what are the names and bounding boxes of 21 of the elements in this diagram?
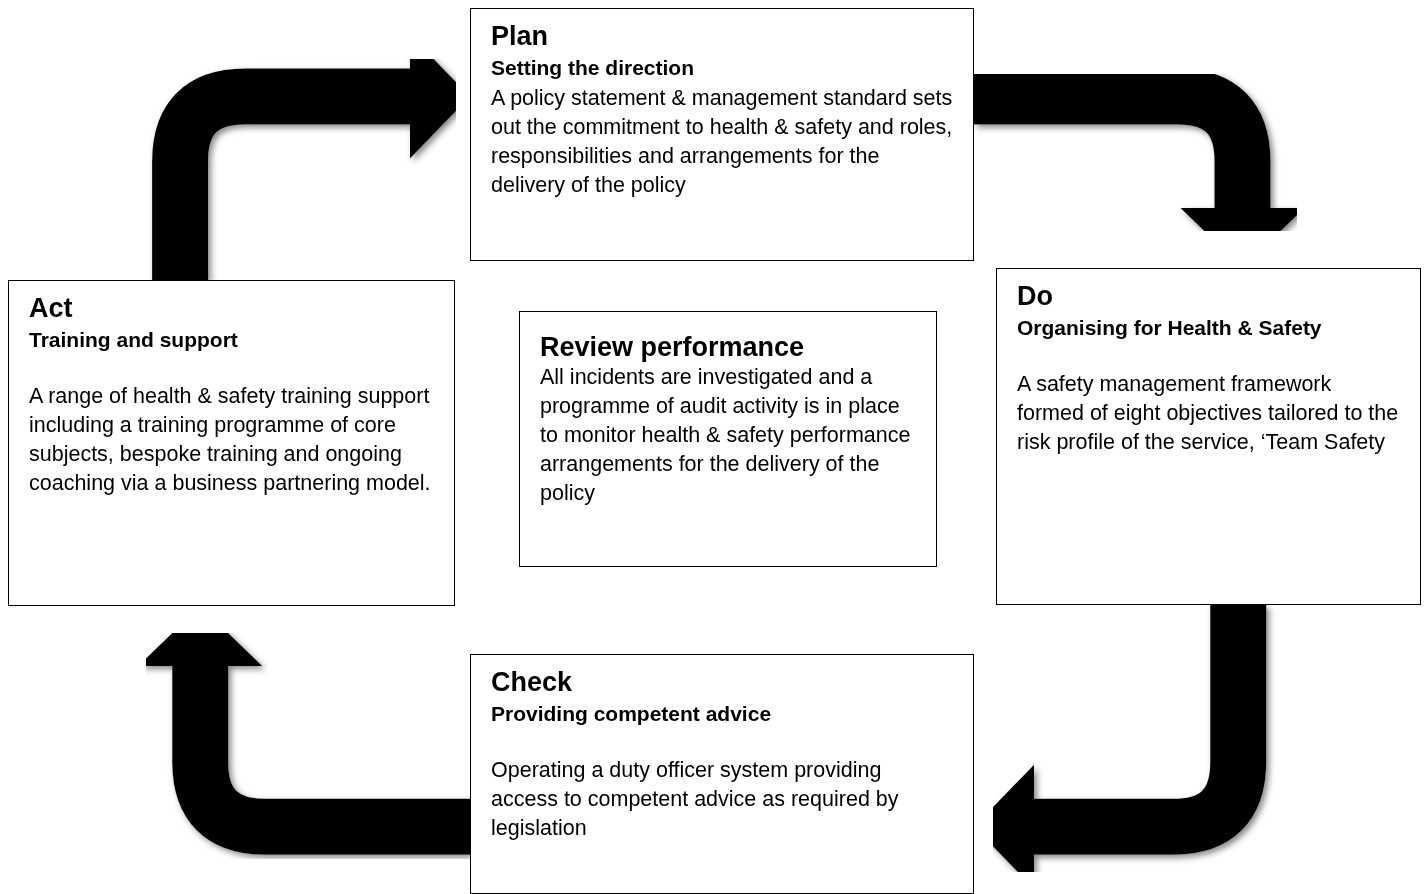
step-description: A safety management framework formed of eight objectives tailored to the risk profile of the service, ‘Team Safety <box>1017 370 1400 456</box>
step-heading: Do <box>1017 281 1054 313</box>
step-description: Operating a duty officer system providing access to competent advice as required by legislation <box>491 756 900 842</box>
step-box <box>8 280 455 606</box>
bent-block-arrow <box>138 606 470 855</box>
step-heading: Check <box>491 667 574 699</box>
bent-block-arrow <box>974 68 1305 268</box>
step-box <box>470 654 974 894</box>
step-subheading: Setting the direction <box>491 55 695 82</box>
step-description: All incidents are investigated and a programme of audit activity is in place to monitor health & safety performance arrangements for the delivery of the policy <box>540 364 912 508</box>
step-box <box>996 268 1421 605</box>
step-heading: Review performance <box>540 332 806 364</box>
step-heading: Plan <box>491 21 550 53</box>
step-heading: Act <box>29 293 74 325</box>
step-description: A range of health & safety training support including a training programme of core subjects, bespoke training and ongoing coaching via a business partnering model. <box>29 382 432 497</box>
step-subheading: Providing competent advice <box>491 701 773 728</box>
step-subheading: Organising for Health & Safety <box>1017 315 1323 342</box>
step-box <box>470 8 974 261</box>
step-box <box>519 311 937 567</box>
step-description: A policy statement & management standard sets out the commitment to health & safety and roles, responsibilities and arrangements for the delivery of the policy <box>491 84 953 199</box>
step-subheading: Training and support <box>29 327 239 354</box>
